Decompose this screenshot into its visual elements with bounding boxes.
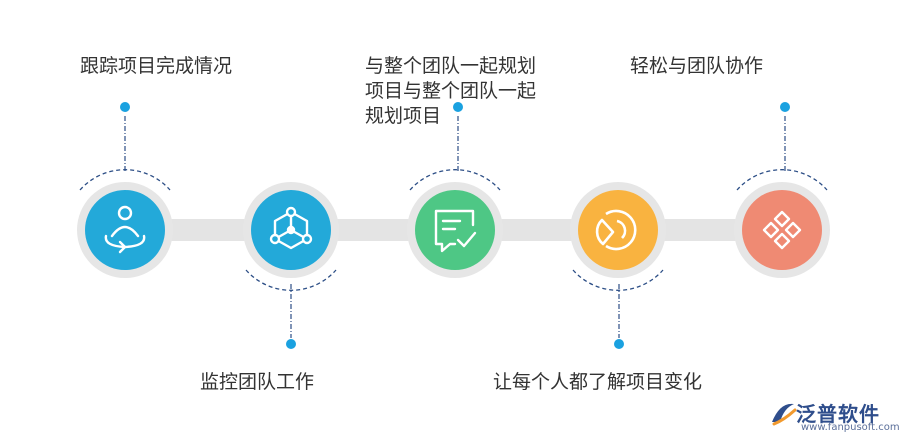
brand-logo: 泛普软件 www.fanpusoft.com bbox=[766, 396, 900, 440]
dot-4 bbox=[614, 339, 624, 349]
leader-lines bbox=[124, 116, 786, 338]
network-icon bbox=[269, 206, 313, 250]
arc-3 bbox=[409, 169, 501, 191]
arc-5 bbox=[736, 169, 828, 191]
brand-url: www.fanpusoft.com bbox=[801, 422, 900, 433]
step-label-2: 监控团队工作 bbox=[200, 371, 315, 393]
arc-4 bbox=[572, 269, 664, 291]
dot-1 bbox=[120, 102, 130, 112]
pie-chart-icon bbox=[595, 209, 637, 251]
dot-5 bbox=[780, 102, 790, 112]
brand-mark-icon bbox=[772, 403, 797, 426]
brand-name: 泛普软件 bbox=[796, 402, 880, 426]
step-circle-5 bbox=[742, 190, 822, 270]
step-label-5: 轻松与团队协作 bbox=[630, 55, 764, 77]
diamonds-icon bbox=[762, 210, 802, 250]
dot-3 bbox=[453, 102, 463, 112]
message-check-icon bbox=[434, 209, 477, 253]
step-label-3: 与整个团队一起规划项目与整个团队一起规划项目 bbox=[365, 55, 537, 127]
leader-dots bbox=[120, 102, 790, 349]
person-orbit-icon bbox=[104, 205, 146, 254]
step-circle-4 bbox=[578, 190, 658, 270]
step-circle-1 bbox=[85, 190, 165, 270]
dot-2 bbox=[286, 339, 296, 349]
arc-2 bbox=[245, 269, 337, 291]
step-label-1: 跟踪项目完成情况 bbox=[80, 55, 233, 77]
step-label-4: 让每个人都了解项目变化 bbox=[493, 371, 703, 393]
